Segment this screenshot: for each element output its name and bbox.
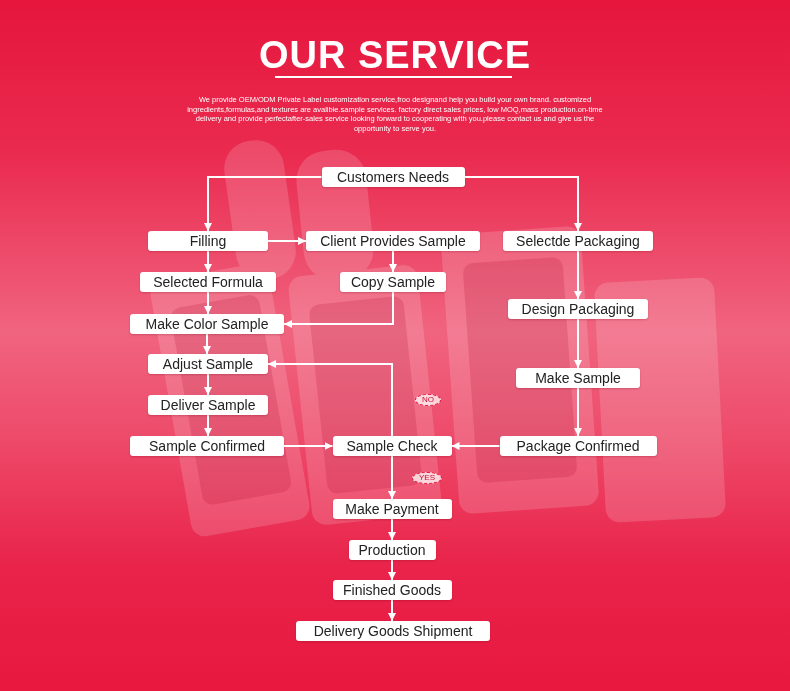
step-text: Client Provides Sample	[320, 231, 466, 251]
decision-label: NO	[415, 394, 441, 406]
process-box: Filling	[148, 231, 268, 251]
flow-arrow	[577, 319, 579, 368]
step-text: Make Color Sample	[146, 314, 269, 334]
step-text: Finished Goods	[343, 580, 441, 600]
process-box: Selectde Packaging	[503, 231, 653, 251]
process-box: Selected Formula	[140, 272, 276, 292]
process-box: Delivery Goods Shipment	[296, 621, 490, 641]
process-box: Sample Check	[333, 436, 452, 456]
step-text: Selectde Packaging	[516, 231, 640, 251]
flow-arrow	[391, 519, 393, 540]
step-text: Production	[359, 540, 426, 560]
flow-arrow	[452, 445, 500, 447]
flow-arrow	[268, 240, 306, 242]
process-box: Adjust Sample	[148, 354, 268, 374]
decision-label: YES	[412, 472, 442, 484]
flow-arrow	[577, 388, 579, 436]
flow-arrow	[268, 364, 392, 436]
process-box: Make Sample	[516, 368, 640, 388]
page-title: OUR SERVICE	[0, 34, 790, 77]
step-text: Make Payment	[345, 499, 438, 519]
process-box: Make Payment	[333, 499, 452, 519]
flow-arrow	[208, 177, 322, 231]
step-text: Filling	[190, 231, 227, 251]
flow-arrow	[465, 177, 579, 231]
process-box: Copy Sample	[340, 272, 446, 292]
step-text: Package Confirmed	[517, 436, 640, 456]
flow-arrow	[207, 292, 209, 314]
process-box: Finished Goods	[333, 580, 452, 600]
flow-arrow	[207, 251, 209, 272]
process-box: Client Provides Sample	[306, 231, 480, 251]
process-box: Production	[349, 540, 436, 560]
process-box: Deliver Sample	[148, 395, 268, 415]
flow-arrow	[392, 251, 394, 272]
process-box: Sample Confirmed	[130, 436, 284, 456]
step-text: Sample Check	[346, 436, 437, 456]
process-box: Make Color Sample	[130, 314, 284, 334]
step-text: Customers Needs	[337, 167, 449, 187]
flow-arrow	[284, 292, 393, 324]
process-box: Customers Needs	[322, 167, 465, 187]
step-text: Delivery Goods Shipment	[314, 621, 473, 641]
step-text: Design Packaging	[522, 299, 635, 319]
flow-arrow	[207, 374, 209, 395]
process-box: Package Confirmed	[500, 436, 657, 456]
step-text: Copy Sample	[351, 272, 435, 292]
step-text: Deliver Sample	[161, 395, 256, 415]
flow-arrow	[391, 600, 393, 621]
intro-paragraph: We provide OEM/ODM Private Label customi…	[180, 95, 610, 133]
flow-arrow	[206, 334, 208, 354]
flow-arrow	[391, 456, 393, 499]
flow-arrow	[207, 415, 209, 436]
flow-arrow	[391, 560, 393, 580]
flow-arrow	[284, 445, 333, 447]
step-text: Sample Confirmed	[149, 436, 265, 456]
step-text: Adjust Sample	[163, 354, 253, 374]
process-box: Design Packaging	[508, 299, 648, 319]
title-underline	[275, 76, 512, 78]
step-text: Selected Formula	[153, 272, 263, 292]
flow-arrow	[577, 251, 579, 299]
step-text: Make Sample	[535, 368, 621, 388]
